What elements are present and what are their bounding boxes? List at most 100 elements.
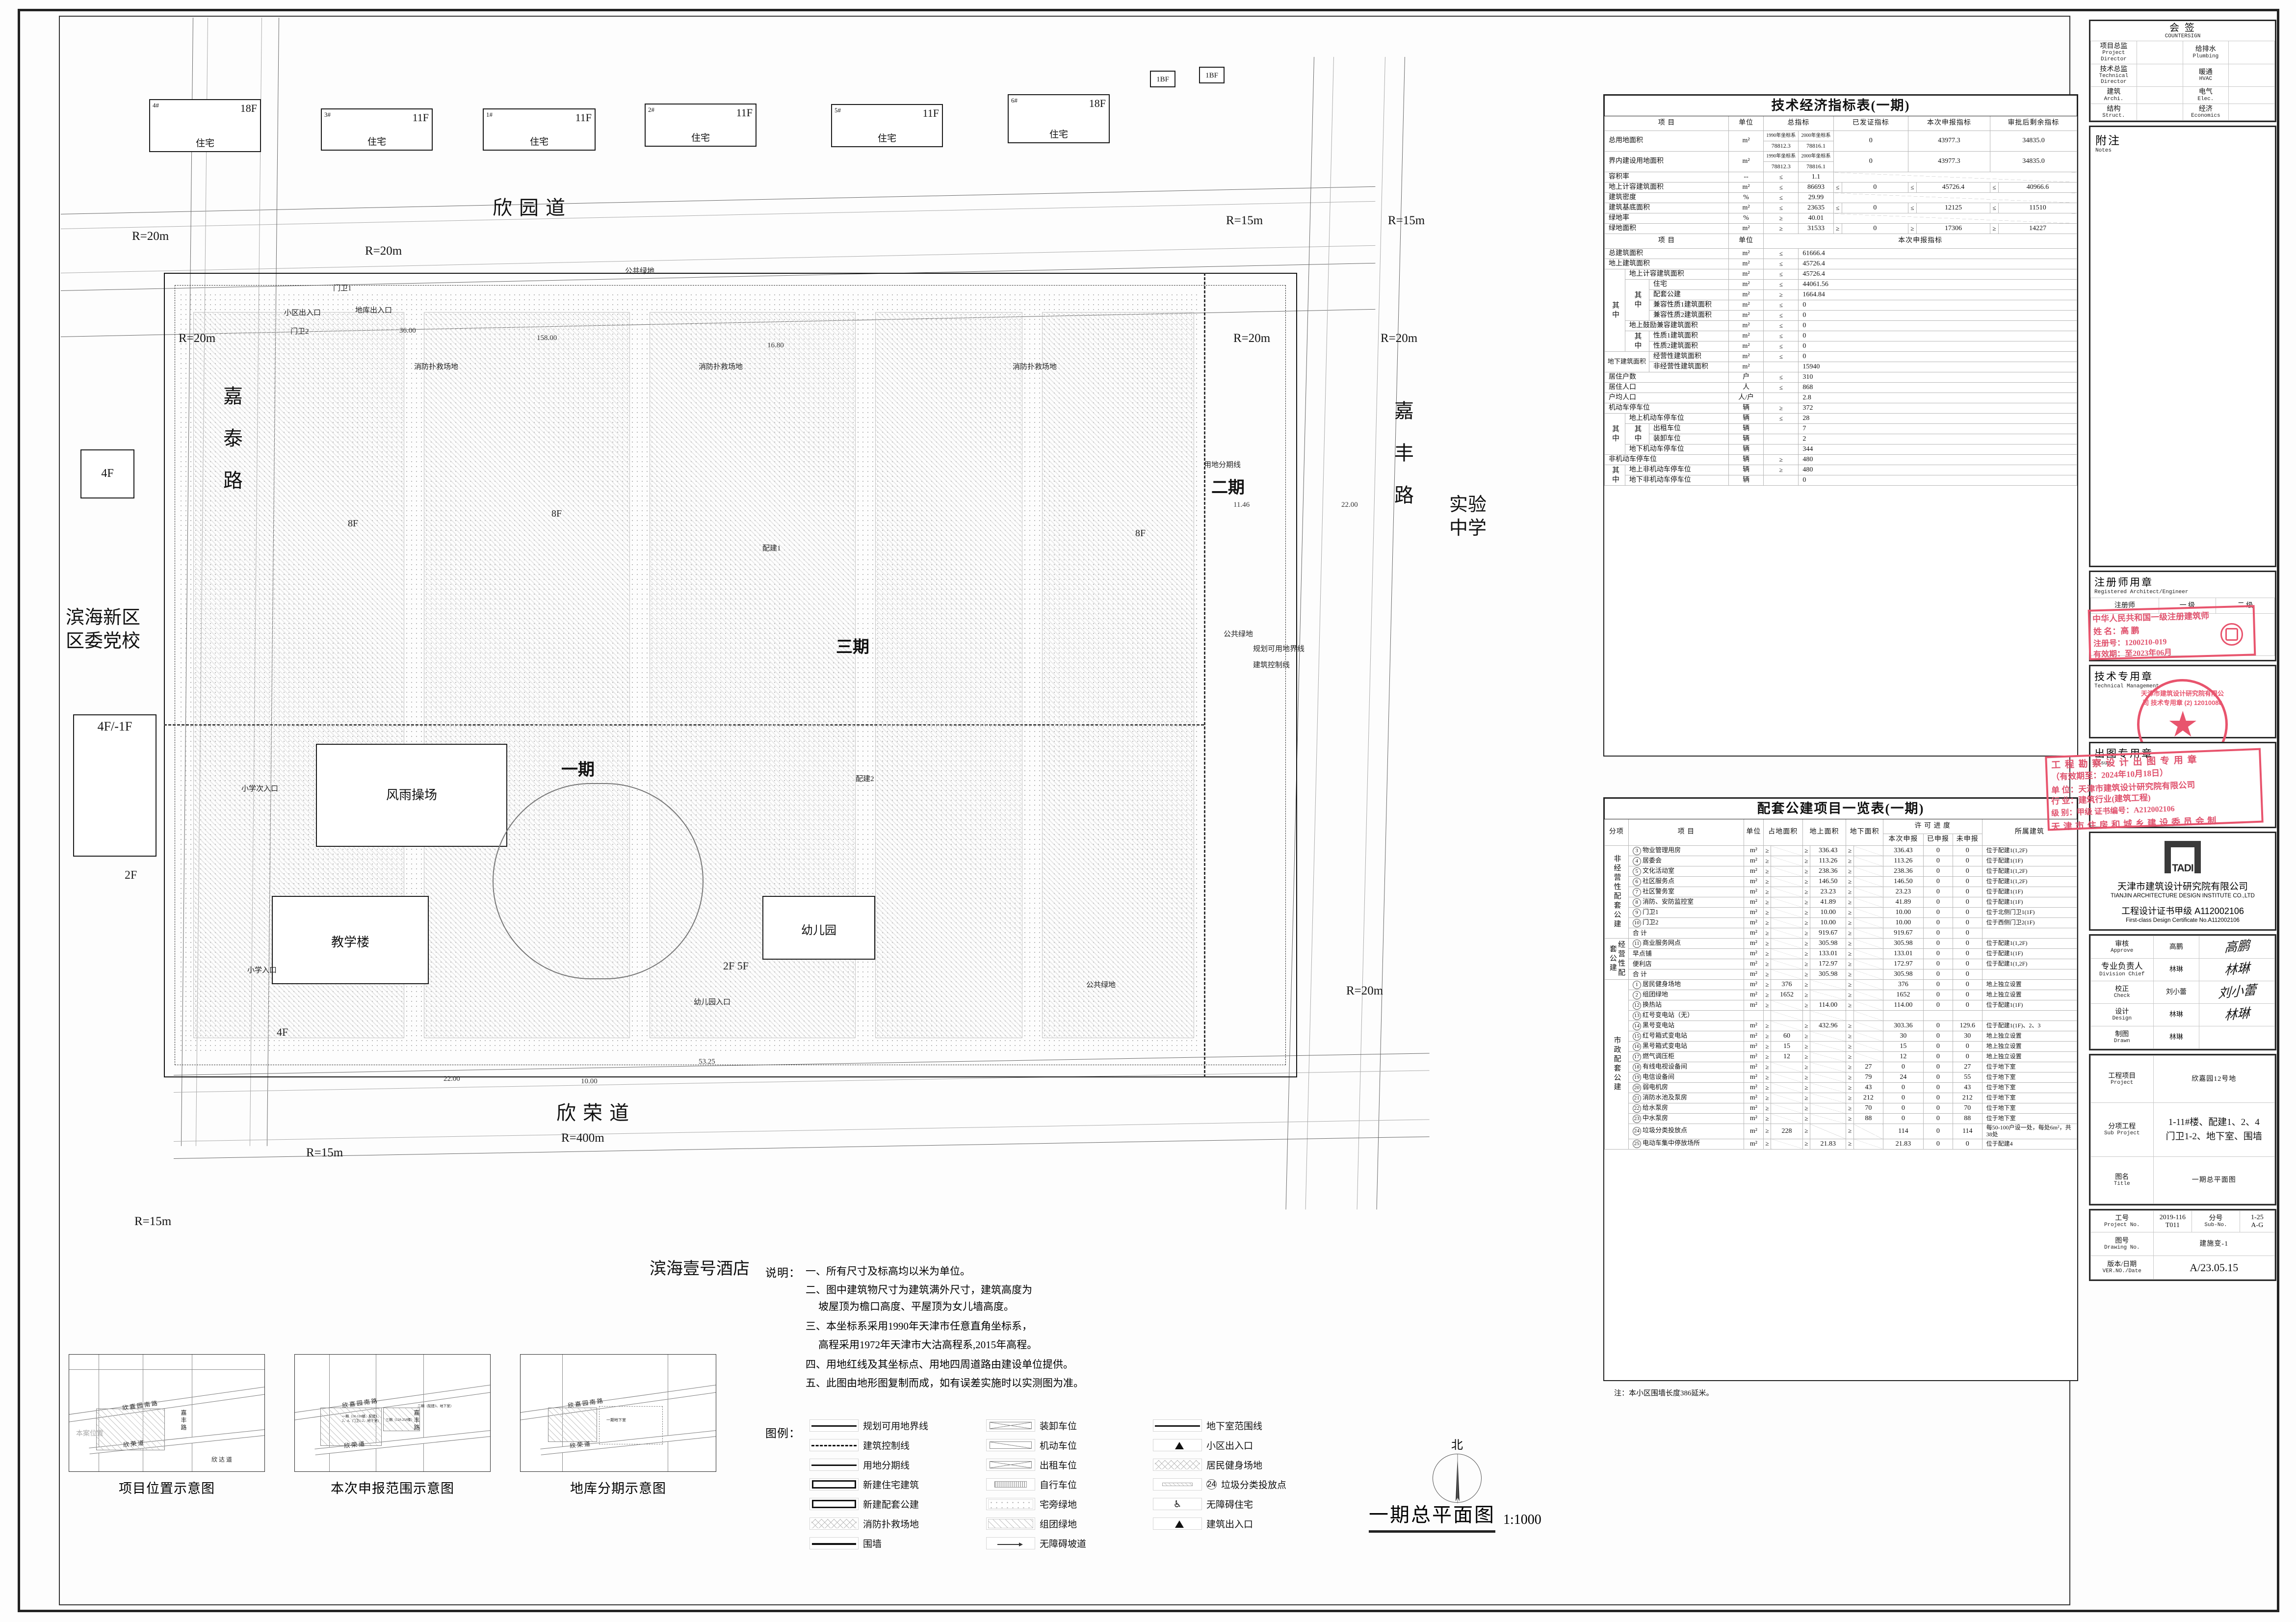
cs-row1-val[interactable] (2136, 63, 2183, 87)
cs-row1-cn2: 暖通 (2198, 68, 2213, 76)
tech2-row-7-val: 0 (1798, 320, 2077, 331)
sig-3-name: 林琳 (2153, 1003, 2200, 1027)
issue-seal-box: 出图专用章 Issue 工 程 勘 察 设 计 出 图 专 用 章 （有效期至：… (2045, 742, 2276, 832)
cs-row3-cn: 结构 (2107, 105, 2121, 113)
registered-architect-box: 注册师用章 Registered Architect/Engineer 注册师 … (2087, 571, 2276, 662)
reg-label: 注册师 (2090, 598, 2159, 614)
facility-below (1853, 856, 1883, 866)
tech2-row-15-op: ≥ (1763, 403, 1799, 414)
facility-current: 0 (1882, 1082, 1924, 1093)
facility-unit: m² (1743, 897, 1764, 908)
tech-row-1-unit: m² (1728, 151, 1764, 172)
cs-row1-val2[interactable] (2228, 63, 2275, 87)
sig-2-en: Check (2113, 993, 2130, 999)
cs-row0-val2[interactable] (2228, 41, 2275, 64)
facility-current: 114.00 (1882, 1000, 1924, 1011)
facility-unit: m² (1743, 948, 1764, 959)
tech2-row-16-item: 地上机动车停车位 (1624, 413, 1729, 424)
cs-row1-en: Technical Director (2099, 73, 2129, 85)
facility-current: 305.98 (1882, 938, 1924, 949)
facility-below (1853, 1020, 1883, 1031)
tech-row-1-item: 界内建设用地面积 (1604, 151, 1729, 172)
facility-belong: 位于配建1(1F)、2、3 (1982, 1020, 2078, 1031)
tech-row-3-op3: ≤ (1907, 182, 1917, 193)
facility-current: 172.97 (1882, 959, 1924, 969)
sig-4-cn: 制图 (2115, 1030, 2129, 1038)
facility-land: 15 (1771, 1041, 1803, 1052)
title-value: 一期总平面图 (2153, 1156, 2275, 1204)
facility-land (1771, 1062, 1803, 1073)
tech-row-1-coord2000: 78816.1 (1798, 161, 1834, 172)
tech-row-7-unit: m² (1728, 223, 1764, 234)
tech-row-3-unit: m² (1728, 182, 1764, 193)
projectno-value1: 2019-116 (2159, 1214, 2186, 1222)
tech-row-6-op: ≥ (1763, 213, 1799, 224)
facility-pending: 114 (1952, 1124, 1983, 1139)
cs-row3-val[interactable] (2136, 103, 2183, 121)
facility-above: 305.98 (1810, 938, 1847, 949)
tech2-row-12-op: ≤ (1763, 372, 1799, 383)
phase-label-3: 三期 (836, 638, 869, 656)
facility-below (1853, 1010, 1883, 1021)
tech2-row-9-op: ≤ (1763, 341, 1799, 352)
tech2-row-22-val: 0 (1798, 475, 2077, 486)
compass-ring (1433, 1454, 1482, 1503)
note-public-green-top: 公共绿地 (625, 267, 655, 275)
note-fire-rescue-2: 消防扑救场地 (699, 363, 743, 371)
facility-belong: 位于地下室 (1982, 1082, 2078, 1093)
cs-row0-val[interactable] (2136, 41, 2183, 64)
facility-above (1810, 1031, 1847, 1042)
cs-row1-en2: HVAC (2199, 76, 2213, 82)
facility-land: 1652 (1771, 990, 1803, 1000)
tech2-row-6-unit: m² (1728, 310, 1764, 321)
tech-row-1-coord1990: 78812.3 (1763, 161, 1799, 172)
facility-above: 336.43 (1810, 845, 1847, 856)
facility-unit: m² (1743, 979, 1764, 990)
legend-symbol-heavy-icon (809, 1478, 859, 1491)
facility-below (1853, 979, 1883, 990)
facility-belong: 位于配建1(1F) (1982, 1000, 2078, 1011)
tech2-row-11-op (1763, 362, 1799, 372)
tech-row-5-item: 建筑基底面积 (1604, 203, 1729, 213)
facility-unit: m² (1743, 1103, 1764, 1114)
note-phase-line: 用地分期线 (1204, 461, 1241, 469)
facility-item: 11 商业服务网点 (1628, 938, 1744, 949)
radius-label-9: R=400m (561, 1131, 604, 1145)
facility-unit: m² (1743, 917, 1764, 928)
facility-current: 30 (1882, 1031, 1924, 1042)
tech2-row-16-val: 28 (1798, 413, 2077, 424)
tech2-row-0-op: ≤ (1763, 248, 1799, 259)
facility-above: 172.97 (1810, 959, 1847, 969)
facility-below (1853, 1138, 1883, 1150)
facility-unit: m² (1743, 845, 1764, 856)
tech-coord-1990-a: 1990年坐标系 (1763, 131, 1799, 141)
facility-done: 0 (1923, 866, 1953, 877)
legend-symbol-xhatch-icon (1153, 1459, 1202, 1471)
facility-item: 14 黑号变电站 (1628, 1020, 1744, 1031)
facility-done: 0 (1923, 887, 1953, 897)
legend-item: 自行车位 (986, 1478, 1077, 1491)
tech2-group-qizhong-1: 其中 (1604, 269, 1625, 352)
tech2-group-qizhong-2: 其中 (1624, 279, 1649, 321)
project-label-cn: 工程项目 (2108, 1072, 2136, 1080)
fac-hd-land: 占地面积 (1763, 819, 1803, 846)
facility-pending: 0 (1952, 979, 1983, 990)
cs-row2-val2[interactable] (2228, 86, 2275, 104)
north-arrow: 北 (1433, 1435, 1482, 1503)
fac-hd-below: 地下面积 (1846, 819, 1883, 846)
facility-above: 305.98 (1810, 969, 1847, 980)
tech2-row-21-unit: 辆 (1728, 465, 1764, 475)
plan-scale: 1:1000 (1503, 1512, 1541, 1527)
tech-row-7-op2: ≥ (1833, 223, 1842, 234)
tech-coord-1990-b: 1990年坐标系 (1763, 151, 1799, 162)
cs-row3-val2[interactable] (2228, 103, 2275, 121)
tech2-row-6-item: 兼容性质2建筑面积 (1648, 310, 1729, 321)
note-fire-rescue: 消防扑救场地 (414, 363, 459, 371)
cs-row2-val[interactable] (2136, 86, 2183, 104)
facility-belong: 位于地下室 (1982, 1093, 2078, 1103)
